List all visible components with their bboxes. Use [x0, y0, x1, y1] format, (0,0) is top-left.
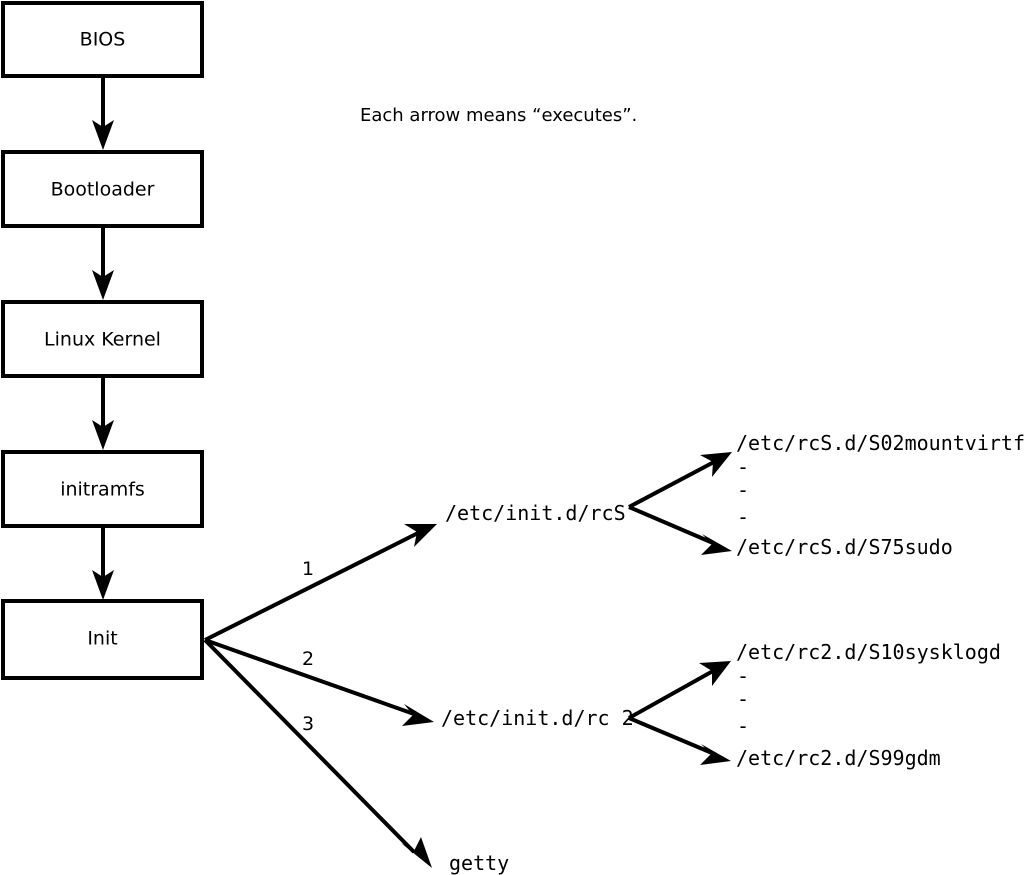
rcs-ellipsis-dash-2: -	[737, 478, 749, 502]
node-initramfs-rect	[1, 450, 204, 528]
edge-number-2: 2	[302, 648, 314, 670]
rcs-ellipsis-dash-1: -	[737, 455, 749, 479]
node-bios[interactable]: BIOS	[1, 1, 204, 78]
arrow-init-branch-3: 3	[203, 638, 432, 868]
node-init-rect	[1, 599, 204, 680]
edge-number-1: 1	[302, 558, 314, 580]
node-initramfs-label: initramfs	[60, 479, 145, 501]
arrow-init-branch-1: 1	[204, 524, 437, 642]
arrow-kernel-to-initramfs	[92, 376, 114, 450]
node-linux-kernel[interactable]: Linux Kernel	[1, 300, 204, 378]
node-bios-label: BIOS	[80, 29, 126, 51]
arrow-rcs-to-last-script	[628, 505, 732, 555]
arrow-init-branch-2: 2	[204, 638, 434, 726]
node-bootloader-label: Bootloader	[51, 179, 155, 201]
node-init[interactable]: Init	[1, 599, 204, 680]
rcs-script-first: /etc/rcS.d/S02mountvirtfs	[736, 431, 1024, 455]
rc2-script-first: /etc/rc2.d/S10sysklogd	[736, 640, 1001, 664]
rcs-ellipsis-dash-3: -	[737, 505, 749, 529]
arrow-rc2-to-last-script	[628, 716, 731, 765]
rc2-ellipsis-dash-2: -	[737, 687, 749, 711]
arrow-rcs-to-first-script	[628, 452, 732, 509]
node-bios-rect	[1, 1, 204, 78]
branch-label-getty: getty	[449, 851, 509, 875]
arrow-initramfs-to-init	[92, 526, 114, 600]
edge-number-3: 3	[302, 713, 314, 735]
rc2-ellipsis-dash-3: -	[737, 714, 749, 738]
branch-label-rcs: /etc/init.d/rcS	[445, 501, 626, 525]
rc2-ellipsis-dash-1: -	[737, 664, 749, 688]
rcs-script-last: /etc/rcS.d/S75sudo	[736, 535, 953, 559]
node-init-label: Init	[87, 628, 117, 650]
diagram-caption: Each arrow means “executes”.	[360, 105, 637, 126]
arrow-bios-to-bootloader	[92, 76, 114, 150]
rc2-script-last: /etc/rc2.d/S99gdm	[736, 746, 941, 770]
node-linux-kernel-label: Linux Kernel	[44, 329, 161, 351]
arrow-rc2-to-first-script	[628, 661, 731, 720]
arrow-bootloader-to-kernel	[92, 226, 114, 300]
branch-label-rc2: /etc/init.d/rc 2	[441, 706, 634, 730]
node-bootloader[interactable]: Bootloader	[1, 150, 204, 228]
node-initramfs[interactable]: initramfs	[1, 450, 204, 528]
